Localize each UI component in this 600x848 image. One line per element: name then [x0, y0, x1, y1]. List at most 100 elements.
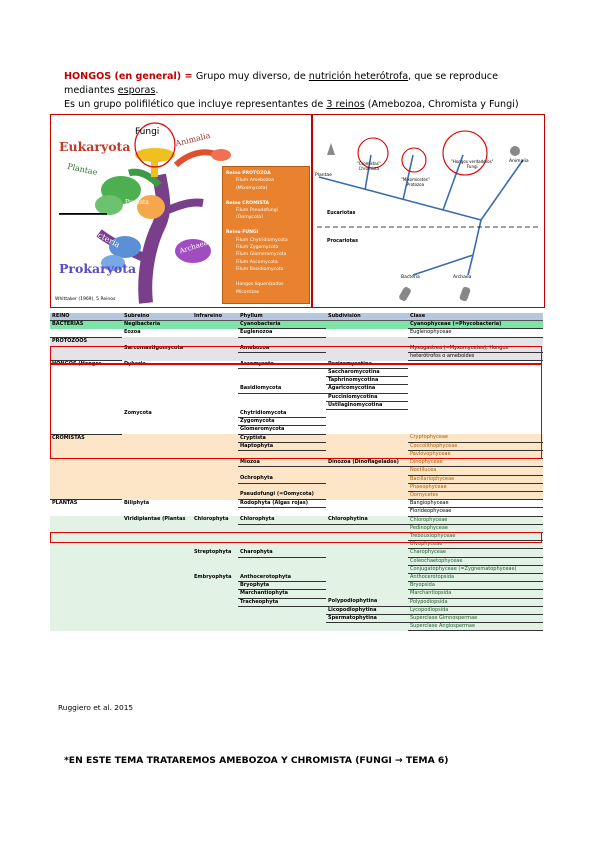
table-row: Trebouxiophyceae [50, 532, 543, 542]
table-cell [192, 434, 238, 442]
table-cell [326, 524, 408, 532]
table-cell [192, 491, 238, 499]
kingdom-list-line: Micorrizas [236, 289, 260, 295]
table-header-cell: REINO [52, 313, 70, 319]
phylo-procariotas: Procariotas [327, 239, 358, 244]
table-cell [50, 549, 122, 557]
table-cell [192, 615, 238, 623]
table-cell [50, 524, 122, 532]
table-cell [326, 426, 408, 434]
table-cell [50, 467, 122, 475]
table-header-cell: Phyllum [240, 313, 263, 319]
table-cell: Myxogastrea (=Myxomycetes), Hongos [408, 344, 543, 353]
table-cell [408, 410, 543, 418]
kingdom-list-line [226, 274, 306, 281]
table-cell: Cyanophyceae (=Phycobacteria) [408, 320, 543, 330]
table-row: Florideophyceae [50, 507, 543, 517]
table-row: Noctilucea [50, 466, 543, 476]
table-cell [192, 337, 238, 345]
table-row: Phaeophyceae [50, 483, 543, 492]
table-cell [122, 450, 192, 458]
table-cell [50, 565, 122, 573]
table-cell [326, 557, 408, 565]
table-cell [50, 582, 122, 590]
label-fungi: Fungi [135, 127, 160, 137]
table-cell [192, 450, 238, 458]
table-cell [192, 598, 238, 606]
table-cell [122, 401, 192, 409]
table-cell: HONGOS (Hongos [50, 360, 122, 369]
table-cell [50, 401, 122, 409]
table-cell: Cryptista [238, 434, 326, 443]
table-cell [192, 418, 238, 426]
citation: Ruggiero et al. 2015 [58, 703, 134, 712]
table-cell [238, 353, 326, 361]
phylo-archaea: Archaea [453, 275, 472, 280]
table-cell: Phaeophyceae [408, 483, 543, 492]
kingdom-list-line: Filum Glomeromycota [236, 252, 287, 258]
table-cell [238, 508, 326, 516]
table-cell [122, 606, 192, 614]
table-cell: Pseudofungi (=Oomycota) [238, 491, 326, 501]
kingdom-list-line: Filum Pseudofungi (Oomycota) [236, 208, 278, 221]
table-cell: Marchantiopsida [408, 589, 543, 599]
table-cell: Trebouxiophyceae [408, 532, 543, 542]
table-cell [326, 541, 408, 549]
table-cell [192, 393, 238, 401]
label-protista: Protista [125, 199, 149, 206]
table-cell [326, 582, 408, 590]
table-cell [192, 410, 238, 418]
table-cell [238, 541, 326, 549]
table-cell: Lycopodiopsida [408, 606, 543, 616]
table-row: Zygomycota [50, 417, 543, 427]
table-cell: Viridiplantae (Plantas [124, 516, 186, 523]
kingdom-list-line: Hongos liquenizados [236, 282, 284, 288]
table-cell: Bacillariophyceae [408, 475, 543, 484]
table-cell [408, 393, 543, 401]
table-cell [50, 508, 122, 516]
table-cell [50, 574, 122, 582]
table-cell [192, 541, 238, 549]
table-cell: Bangiophyceae [408, 499, 543, 509]
kingdom-list-line: Reino FUNGI [226, 230, 259, 236]
label-eukaryota: Eukaryota [59, 139, 131, 154]
table-cell [238, 615, 326, 623]
table-cell [50, 516, 122, 524]
table-cell: Charophyceae [408, 548, 543, 558]
table-cell [192, 590, 238, 598]
table-cell: Bryophyta [238, 581, 326, 591]
table-cell [122, 467, 192, 475]
kingdom-list-line: Reino CROMISTA [226, 200, 269, 206]
table-cell [122, 377, 192, 385]
kingdom-list-line [226, 222, 306, 229]
table-cell [238, 450, 326, 458]
table-header-cell: Subreino [124, 313, 150, 319]
table-cell: Chlorophyceae [408, 516, 543, 525]
table-cell: Florideophyceae [408, 507, 543, 517]
table-cell: Biliphyta [124, 499, 150, 506]
footer-note: *EN ESTE TEMA TRATAREMOS AMEBOZOA Y CHRO… [64, 755, 449, 766]
table-cell [408, 337, 543, 345]
table-cell: Embryophyta [194, 573, 232, 580]
table-cell [326, 532, 408, 540]
table-cell [50, 368, 122, 376]
table-cell [192, 557, 238, 565]
phylo-plantae: Plantae [315, 173, 332, 178]
intro-paragraph: HONGOS (en general) = Grupo muy diverso,… [64, 71, 519, 110]
table-cell [326, 337, 408, 345]
table-cell: Pedinophyceae [408, 524, 543, 533]
table-cell [192, 321, 238, 329]
table-cell [192, 368, 238, 376]
table-cell [50, 590, 122, 598]
table-cell [50, 459, 122, 467]
table-cell [122, 483, 192, 491]
table-cell [326, 321, 408, 329]
table-cell [326, 491, 408, 499]
table-cell [192, 500, 238, 508]
